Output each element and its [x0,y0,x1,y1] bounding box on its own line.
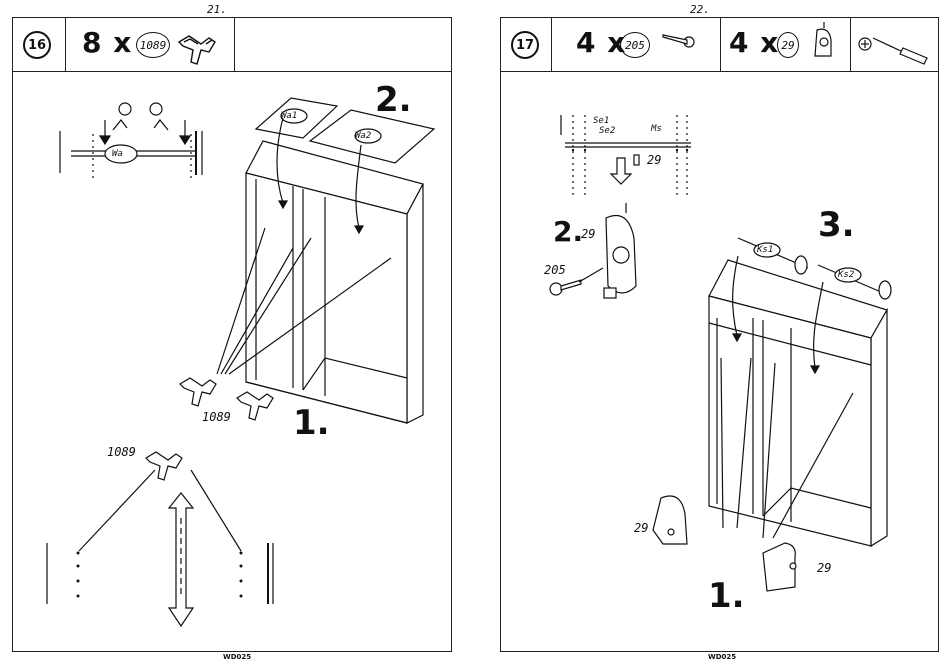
part-label-a: 1089 [202,410,231,424]
side-label-se1: Se1 [593,116,609,126]
part-label-d: 29 [817,561,831,575]
detail-part-label: 29 [647,153,661,167]
step-label-1: 1. [293,403,330,443]
side-label-ms: Ms [651,124,662,134]
part-label-b: 1089 [107,445,136,459]
instruction-page-left: 16 8 x 1089 [12,17,452,652]
down-arrow [611,158,631,184]
page-number-left: 21. [207,3,227,16]
wall-label: Wa [112,149,123,159]
rod-ks1 [795,256,807,274]
footer-code-left: WD025 [223,653,251,661]
footer-code-right: WD025 [708,653,736,661]
bracket-detail [146,452,182,480]
rod-label-ks1: Ks1 [757,245,773,255]
step-label-2: 2. [375,80,412,120]
page-number-right: 22. [690,3,710,16]
wardrobe-body [246,173,407,423]
step-17-illustration [501,18,940,653]
rod-label-ks2: Ks2 [838,270,854,280]
step-label-1: 1. [708,576,745,616]
side-label-se2: Se2 [599,126,615,136]
screw-detail [550,283,562,295]
step-label-3: 3. [818,205,855,245]
panel-label-wa1: Wa1 [281,111,297,121]
person-head-right [150,103,162,115]
panel-label-wa2: Wa2 [355,131,371,141]
detail-step-label: 2. [553,215,583,248]
person-head-left [119,103,131,115]
part-label-c: 29 [634,521,648,535]
rod-ks2 [879,281,891,299]
screw-label: 205 [544,263,566,277]
instruction-page-right: 17 4 x 205 4 x 29 [500,17,939,652]
detail-part-label-2: 29 [581,227,595,241]
